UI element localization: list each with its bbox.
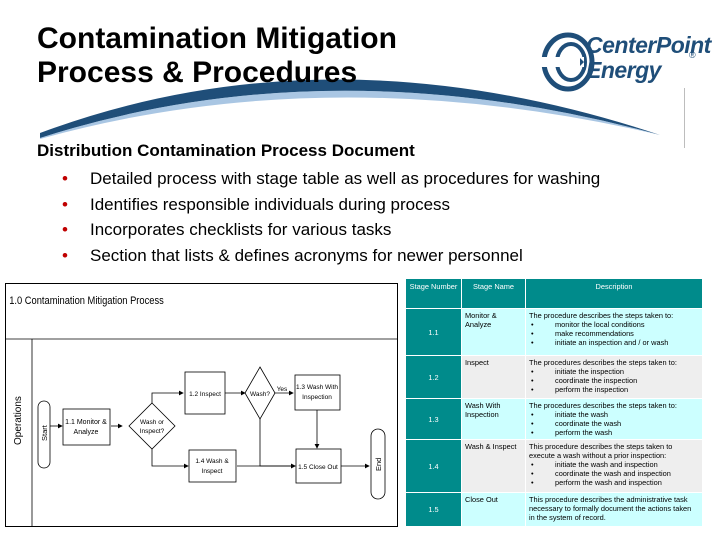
end-node (370, 428, 386, 500)
subheading: Distribution Contamination Process Docum… (37, 141, 415, 160)
title-line-1: Contamination Mitigation (37, 22, 397, 55)
table-row: 1.3 Wash With Inspection The procedures … (405, 398, 703, 440)
stage-table: Stage Number Stage Name Description 1.1 … (405, 278, 703, 527)
description-text: This procedure describes the administrat… (529, 495, 692, 522)
list-item: monitor the local conditions (529, 320, 699, 329)
bullet-text: Incorporates checklists for various task… (90, 220, 392, 239)
stage-description: The procedures describes the steps taken… (525, 355, 703, 399)
table-row: 1.4 Wash & Inspect This procedure descri… (405, 439, 703, 493)
header-stage-number: Stage Number (405, 278, 462, 309)
stage-name: Close Out (461, 492, 526, 527)
decision2-label: Wash? (250, 391, 270, 398)
wash-inspection-label-1: 1.3 Wash With (296, 384, 338, 391)
description-list: initiate the wash and inspection coordin… (529, 460, 699, 487)
table-row: 1.5 Close Out This procedure describes t… (405, 492, 703, 527)
end-label: End (374, 458, 383, 471)
wash-inspect-node (188, 449, 237, 483)
wash-inspect-label-2: Inspect (202, 468, 223, 475)
list-item: perform the inspection (529, 385, 699, 394)
stage-number: 1.4 (405, 439, 462, 493)
bullet-text: Section that lists & defines acronyms fo… (90, 245, 523, 265)
list-item: coordinate the inspection (529, 376, 699, 385)
wash-inspection-label-2: Inspection (302, 394, 332, 401)
bullet-item: • Detailed process with stage table as we… (62, 166, 600, 192)
bullet-text: Detailed process with stage table as wel… (90, 169, 601, 188)
stage-name: Wash & Inspect (461, 439, 526, 493)
description-list: monitor the local conditions make recomm… (529, 320, 699, 347)
close-out-node (295, 448, 342, 484)
process-flowchart: 1.0 Contamination Mitigation Process Ope… (5, 283, 398, 527)
flowchart-title: 1.0 Contamination Mitigation Process (9, 295, 164, 307)
stage-name: Inspect (461, 355, 526, 399)
stage-name: Wash With Inspection (461, 398, 526, 440)
header-description: Description (525, 278, 703, 309)
stage-description: The procedures describes the steps taken… (525, 398, 703, 440)
inspect-node (184, 371, 226, 415)
stage-number: 1.5 (405, 492, 462, 527)
description-list: initiate the wash coordinate the wash pe… (529, 410, 699, 437)
inspect-label: 1.2 Inspect (189, 391, 221, 398)
wash-inspection-node (294, 374, 341, 411)
bullet-icon: • (62, 245, 68, 265)
bullet-item: • Section that lists & defines acronyms f… (62, 243, 600, 269)
list-item: perform the wash and inspection (529, 478, 699, 487)
bullet-item: • Identifies responsible individuals duri… (62, 192, 600, 218)
yes-label: Yes (277, 386, 288, 393)
monitor-label-2: Analyze (74, 429, 99, 436)
description-text: The procedures describes the steps taken… (529, 358, 677, 367)
bullet-icon: • (62, 194, 68, 214)
page-title: Contamination Mitigation Process & Proce… (37, 22, 397, 90)
title-line-2: Process & Procedures (37, 56, 358, 89)
wash-inspect-label-1: 1.4 Wash & (195, 458, 229, 465)
description-text: This procedure describes the steps taken… (529, 442, 673, 460)
lane-label: Operations (13, 396, 24, 445)
list-item: perform the wash (529, 428, 699, 437)
description-list: initiate the inspection coordinate the i… (529, 367, 699, 394)
header-stage-name: Stage Name (461, 278, 526, 309)
registered-mark: ® (689, 50, 696, 60)
decision1-label-2: Inspect? (140, 428, 165, 435)
decision-wash-or-inspect (128, 402, 176, 450)
table-row: 1.2 Inspect The procedures describes the… (405, 355, 703, 399)
bullet-text: Identifies responsible individuals durin… (90, 194, 451, 214)
table-header-row: Stage Number Stage Name Description (405, 278, 703, 309)
logo-wordmark: CenterPoint Energy (586, 33, 711, 83)
stage-number: 1.2 (405, 355, 462, 399)
decision1-label-1: Wash or (140, 419, 165, 426)
stage-number: 1.3 (405, 398, 462, 440)
start-node (37, 400, 51, 469)
list-item: coordinate the wash and inspection (529, 469, 699, 478)
logo-line-1: CenterPoint (586, 32, 711, 58)
bullet-item: • Incorporates checklists for various tas… (62, 217, 600, 243)
bullet-list: • Detailed process with stage table as we… (62, 166, 600, 268)
monitor-node (62, 408, 111, 446)
start-label: Start (40, 424, 49, 441)
close-out-label: 1.5 Close Out (298, 464, 338, 471)
list-item: initiate an inspection and / or wash (529, 338, 699, 347)
table-row: 1.1 Monitor & Analyze The procedure desc… (405, 308, 703, 356)
stage-description: The procedure describes the steps taken … (525, 308, 703, 356)
stage-name: Monitor & Analyze (461, 308, 526, 356)
decision-wash (244, 366, 276, 420)
stage-description: This procedure describes the steps taken… (525, 439, 703, 493)
bullet-icon: • (62, 169, 68, 188)
header-swoosh (40, 79, 660, 139)
stage-number: 1.1 (405, 308, 462, 356)
list-item: coordinate the wash (529, 419, 699, 428)
divider (684, 88, 685, 148)
description-text: The procedures describes the steps taken… (529, 401, 677, 410)
list-item: make recommendations (529, 329, 699, 338)
centerpoint-logo-icon (540, 32, 595, 92)
list-item: initiate the wash (529, 410, 699, 419)
stage-description: This procedure describes the administrat… (525, 492, 703, 527)
list-item: initiate the wash and inspection (529, 460, 699, 469)
logo-line-2: Energy (586, 57, 661, 83)
description-text: The procedure describes the steps taken … (529, 311, 674, 320)
monitor-label-1: 1.1 Monitor & (65, 419, 107, 426)
list-item: initiate the inspection (529, 367, 699, 376)
bullet-icon: • (62, 220, 68, 239)
